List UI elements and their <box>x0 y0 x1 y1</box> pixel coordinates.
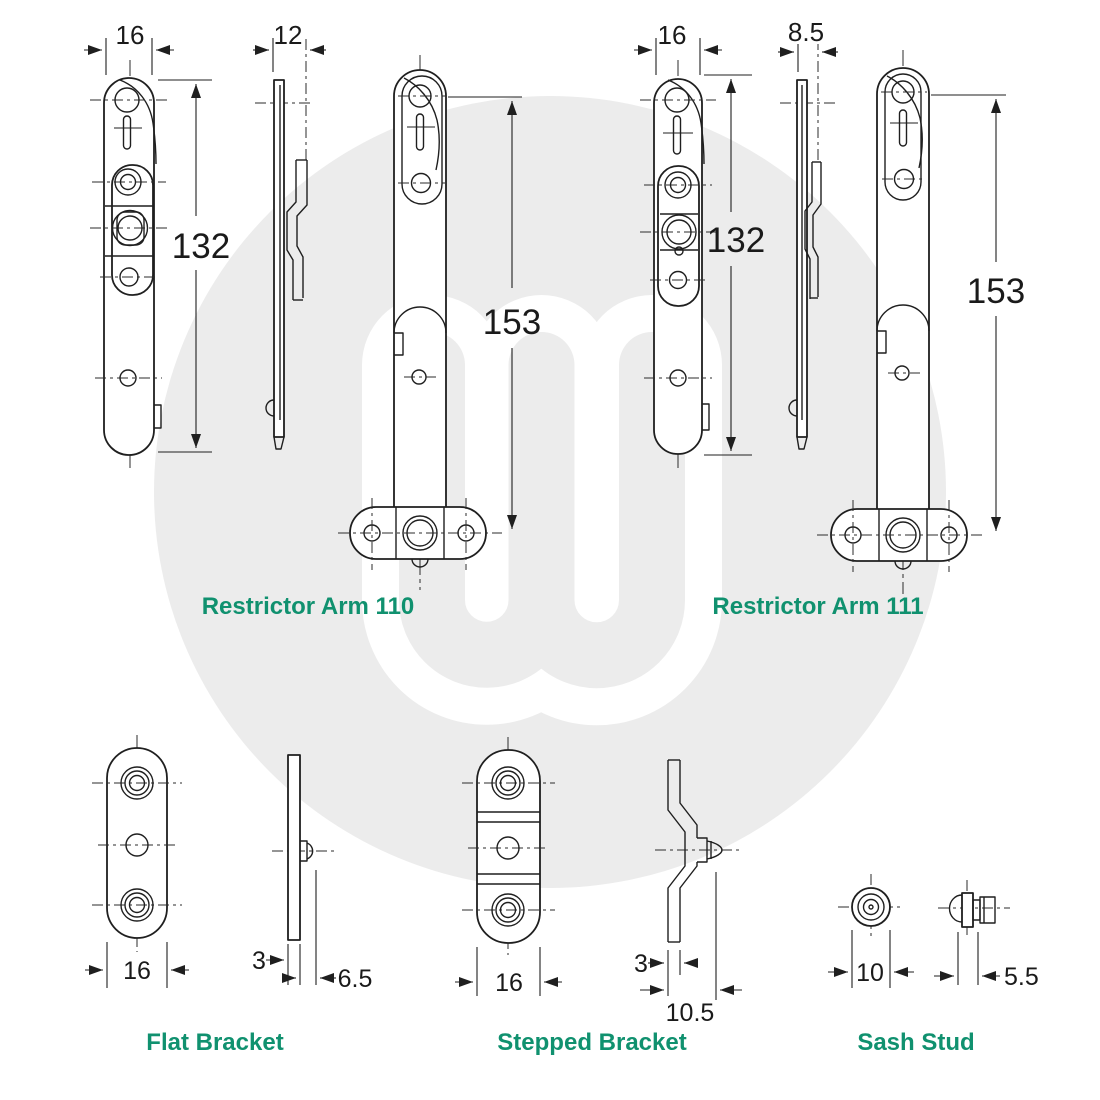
dim-stepped-bracket-stud-depth: 10.5 <box>666 999 715 1027</box>
dim-arm111-body-length: 132 <box>707 221 765 260</box>
dim-flat-bracket-thickness: 3 <box>252 947 266 975</box>
arm110-front-view: 16 132 <box>84 20 230 470</box>
label-sash-stud: Sash Stud <box>857 1029 974 1056</box>
sash-stud-front-view: 10 <box>828 874 914 988</box>
label-restrictor-arm-111: Restrictor Arm 111 <box>712 593 923 620</box>
dim-arm110-body-length: 132 <box>172 227 230 266</box>
dim-flat-bracket-stud-depth: 6.5 <box>338 965 373 993</box>
dim-arm110-overall-length: 153 <box>483 303 541 342</box>
stepped-bracket-front-view: 16 <box>455 737 562 997</box>
arm110-side-view: 12 <box>253 20 326 450</box>
arm111-front-view: 16 132 <box>634 20 765 470</box>
dim-arm110-side-width: 12 <box>274 20 303 50</box>
dim-arm110-front-width: 16 <box>116 20 145 50</box>
arm111-side-view: 8.5 <box>778 17 838 450</box>
label-restrictor-arm-110: Restrictor Arm 110 <box>202 593 415 620</box>
arm111-long-view: 153 <box>817 50 1025 594</box>
dim-sash-stud-diameter: 10 <box>856 959 884 987</box>
dim-sash-stud-depth: 5.5 <box>1004 963 1039 991</box>
label-flat-bracket: Flat Bracket <box>146 1029 283 1056</box>
dim-flat-bracket-width: 16 <box>123 957 151 985</box>
stepped-bracket-side-view: 3 10.5 <box>634 759 742 1027</box>
dim-arm111-side-width: 8.5 <box>788 17 824 47</box>
label-stepped-bracket: Stepped Bracket <box>497 1029 686 1056</box>
watermark-glyph-stroke <box>399 332 685 689</box>
dim-arm111-front-width: 16 <box>658 20 687 50</box>
flat-bracket-front-view: 16 <box>85 735 189 988</box>
sash-stud-side-view: 5.5 <box>934 880 1039 991</box>
m-logo-watermark <box>154 96 946 888</box>
dim-stepped-bracket-width: 16 <box>495 969 523 997</box>
dim-stepped-bracket-thickness: 3 <box>634 950 648 978</box>
dim-arm111-overall-length: 153 <box>967 272 1025 311</box>
arm110-long-view: 153 <box>338 55 541 590</box>
flat-bracket-side-view: 3 6.5 <box>252 754 373 993</box>
